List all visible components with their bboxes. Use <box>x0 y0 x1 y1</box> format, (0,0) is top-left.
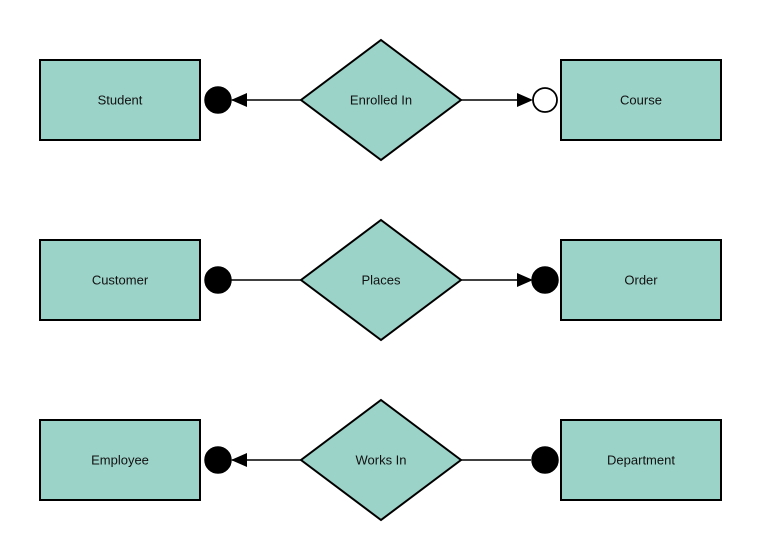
relationship-group-enrolled-in: Student Enrolled In Course <box>39 38 722 162</box>
entity-label: Student <box>98 92 143 107</box>
entity-label: Department <box>607 452 675 467</box>
relationship-works-in[interactable]: Works In <box>299 398 463 522</box>
arrowhead-left-icon <box>231 453 247 467</box>
entity-box[interactable] <box>39 239 201 321</box>
entity-box[interactable] <box>560 419 722 501</box>
relationship-group-works-in: Employee Works In Department <box>39 398 722 522</box>
relationship-places[interactable]: Places <box>299 218 463 342</box>
entity-box[interactable] <box>560 59 722 141</box>
relationship-diamond[interactable] <box>299 38 463 162</box>
entity-box[interactable] <box>560 239 722 321</box>
cardinality-marker-filled-circle-icon <box>204 86 232 114</box>
entity-order[interactable]: Order <box>560 239 722 321</box>
relationship-group-places: Customer Places Order <box>39 218 722 342</box>
relationship-label: Works In <box>355 452 406 467</box>
relationship-label: Enrolled In <box>350 92 412 107</box>
relationship-enrolled-in[interactable]: Enrolled In <box>299 38 463 162</box>
entity-label: Course <box>620 92 662 107</box>
cardinality-marker-filled-circle-icon <box>204 266 232 294</box>
relationship-label: Places <box>361 272 401 287</box>
relationship-diamond[interactable] <box>299 398 463 522</box>
relationship-diamond[interactable] <box>299 218 463 342</box>
cardinality-marker-filled-circle-icon <box>204 446 232 474</box>
arrowhead-right-icon <box>517 93 533 107</box>
cardinality-marker-open-circle-icon <box>532 87 558 113</box>
arrowhead-left-icon <box>231 93 247 107</box>
cardinality-marker-filled-circle-icon <box>531 446 559 474</box>
entity-label: Employee <box>91 452 149 467</box>
entity-label: Customer <box>92 272 149 287</box>
entity-label: Order <box>624 272 658 287</box>
entity-department[interactable]: Department <box>560 419 722 501</box>
entity-customer[interactable]: Customer <box>39 239 201 321</box>
cardinality-marker-filled-circle-icon <box>531 266 559 294</box>
arrowhead-right-icon <box>517 273 533 287</box>
entity-box[interactable] <box>39 59 201 141</box>
entity-student[interactable]: Student <box>39 59 201 141</box>
entity-course[interactable]: Course <box>560 59 722 141</box>
entity-box[interactable] <box>39 419 201 501</box>
entity-employee[interactable]: Employee <box>39 419 201 501</box>
